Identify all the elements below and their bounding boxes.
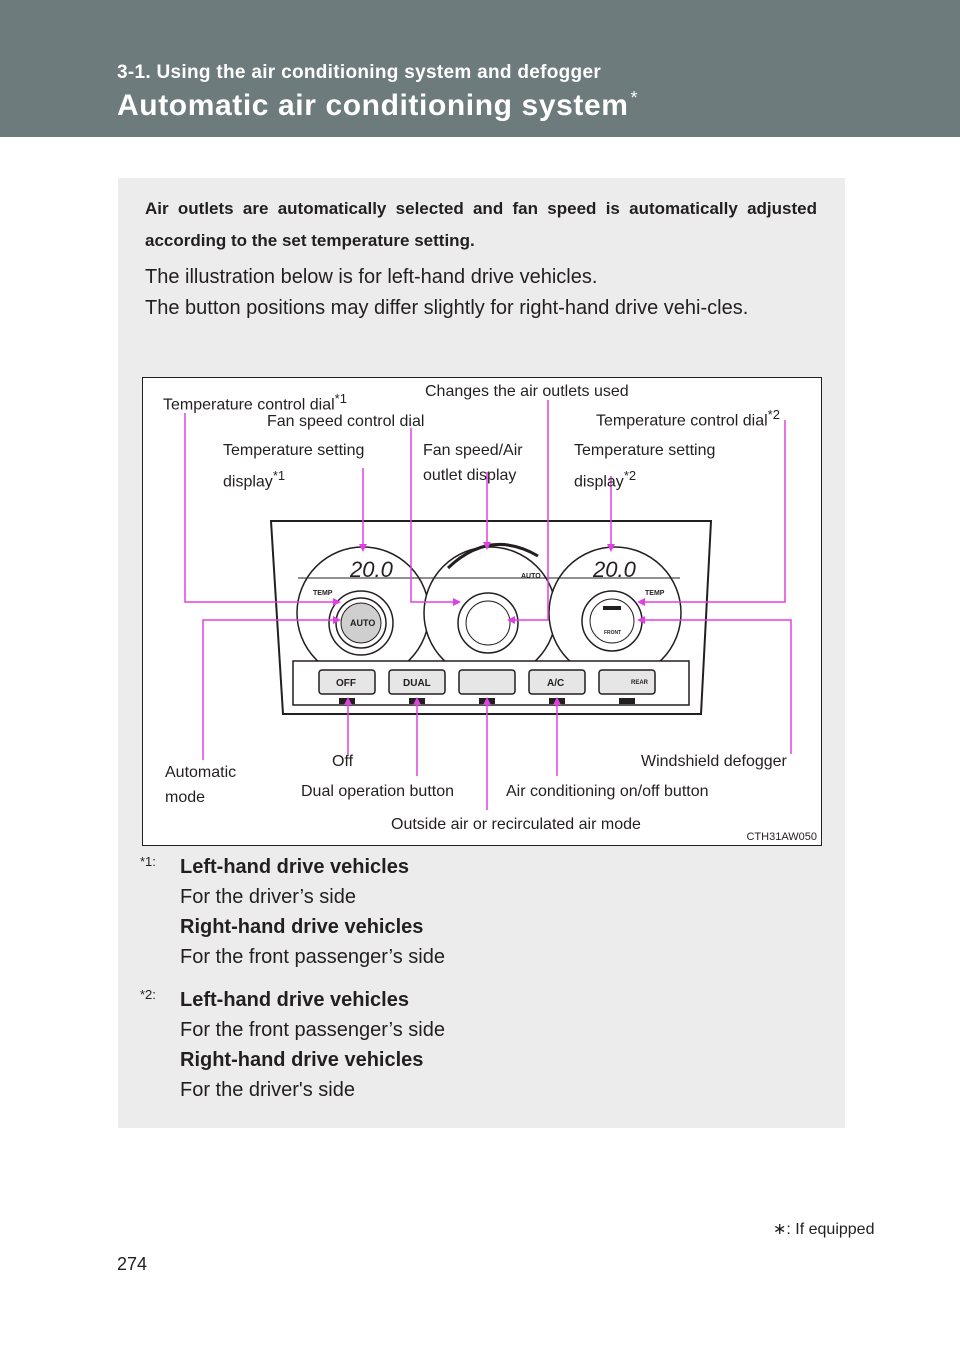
label-automatic-mode-line-2: mode [165,789,206,806]
label-fan-speed-dial: Fan speed control dial [267,413,425,430]
panel-printed-text: 20.0 20.0 TEMP TEMP AUTO AUTO FRONT OFF … [313,557,665,689]
intro-summary: Air outlets are automatically selected a… [145,199,817,250]
left-temp-readout: 20.0 [349,557,394,582]
footnote-1-mark-text: *1 [140,854,153,869]
label-temperature-dial-2-mark: *2 [767,407,780,422]
fan-speed-dial [423,543,557,680]
recirculation-button-drawing [458,669,516,695]
intro-text: The illustration below is for left-hand … [145,262,817,324]
page-header: 3-1. Using the air conditioning system a… [0,0,960,137]
left-temp-caption: TEMP [313,590,333,597]
footnote-1-mark: *1: [140,854,156,869]
label-temperature-dial-2: Temperature control dial*2 [596,402,780,433]
control-panel-illustration: 20.0 20.0 TEMP TEMP AUTO AUTO FRONT OFF … [142,377,822,846]
footnote-1-lhd-desc: For the driver’s side [180,886,356,908]
footnote-2-rhd: Right-hand drive vehicles [180,1049,424,1071]
dual-button-drawing [388,669,446,695]
footnote-2-mark-text: *2 [140,987,153,1002]
label-temperature-display-1-line-2: display [223,473,273,491]
right-temp-caption: TEMP [645,590,665,597]
if-equipped-text: : If equipped [786,1221,875,1238]
button-row [318,669,656,695]
footnote-2-rhd-desc: For the driver's side [180,1079,355,1101]
intro-line-1: The illustration below is for left-hand … [145,266,598,288]
label-automatic-mode: Automatic mode [165,760,236,810]
label-temperature-display-1-line-1: Temperature setting [223,442,365,459]
auto-knob-text: AUTO [350,618,375,628]
footnote-2-lhd: Left-hand drive vehicles [180,989,409,1011]
section-title: 3-1. Using the air conditioning system a… [117,62,602,83]
label-temperature-display-1-mark: *1 [272,468,286,483]
label-outside-air: Outside air or recirculated air mode [391,816,641,833]
page-number: 274 [117,1254,148,1274]
intro-line-2: The button positions may differ slightly… [145,297,749,319]
rear-defogger-button-drawing [598,669,656,695]
label-temperature-display-1: Temperature setting display*1 [223,438,364,494]
right-temp-readout: 20.0 [592,557,637,582]
rear-button-text: REAR [631,680,649,686]
footnote-2-mark: *2: [140,987,156,1002]
label-dual-operation: Dual operation button [301,783,454,800]
if-equipped-note: ∗: If equipped [773,1219,874,1239]
label-fan-display-line-2: outlet display [423,467,517,484]
page-title: Automatic air conditioning system* [117,88,638,123]
label-temperature-display-2-line-1: Temperature setting [574,442,716,459]
label-temperature-display-2-line-2: display [574,473,624,491]
control-panel-drawing: 20.0 20.0 TEMP TEMP AUTO AUTO FRONT OFF … [184,400,792,810]
label-temperature-dial-1-text: Temperature control dial [163,396,335,414]
leader-arrowheads [333,542,645,705]
ac-button-drawing [528,669,586,695]
label-temperature-dial-2-text: Temperature control dial [596,412,768,430]
leader-lines [184,400,792,810]
front-caption: FRONT [604,630,621,636]
label-temperature-display-2: Temperature setting display*2 [574,438,715,494]
label-automatic-mode-line-1: Automatic [165,764,237,781]
label-windshield-defogger: Windshield defogger [641,753,787,770]
if-equipped-mark: ∗ [773,1221,787,1238]
footnote-2-lhd-desc: For the front passenger’s side [180,1019,445,1041]
equipped-mark: * [630,88,639,108]
label-changes-outlets: Changes the air outlets used [425,383,629,400]
dual-button-text: DUAL [403,678,431,689]
footnote-1-lhd: Left-hand drive vehicles [180,856,409,878]
figure-code: CTH31AW050 [746,831,817,843]
left-temperature-dial [296,546,430,680]
label-temperature-display-2-mark: *2 [623,468,637,483]
footnote-1-rhd-desc: For the front passenger’s side [180,946,445,968]
off-button-drawing [318,669,376,695]
label-temperature-dial-1: Temperature control dial*1 [163,386,347,417]
footnote-1-rhd: Right-hand drive vehicles [180,916,424,938]
auto-display-text: AUTO [521,573,541,580]
label-fan-display-line-1: Fan speed/Air [423,442,523,459]
off-button-text: OFF [336,678,356,689]
label-temperature-dial-1-mark: *1 [334,391,347,406]
label-air-conditioning: Air conditioning on/off button [506,783,709,800]
label-off: Off [332,753,354,770]
right-temperature-dial [548,546,682,680]
ac-button-text: A/C [547,678,564,689]
label-fan-display: Fan speed/Air outlet display [423,438,523,488]
page-title-text: Automatic air conditioning system [117,89,629,122]
